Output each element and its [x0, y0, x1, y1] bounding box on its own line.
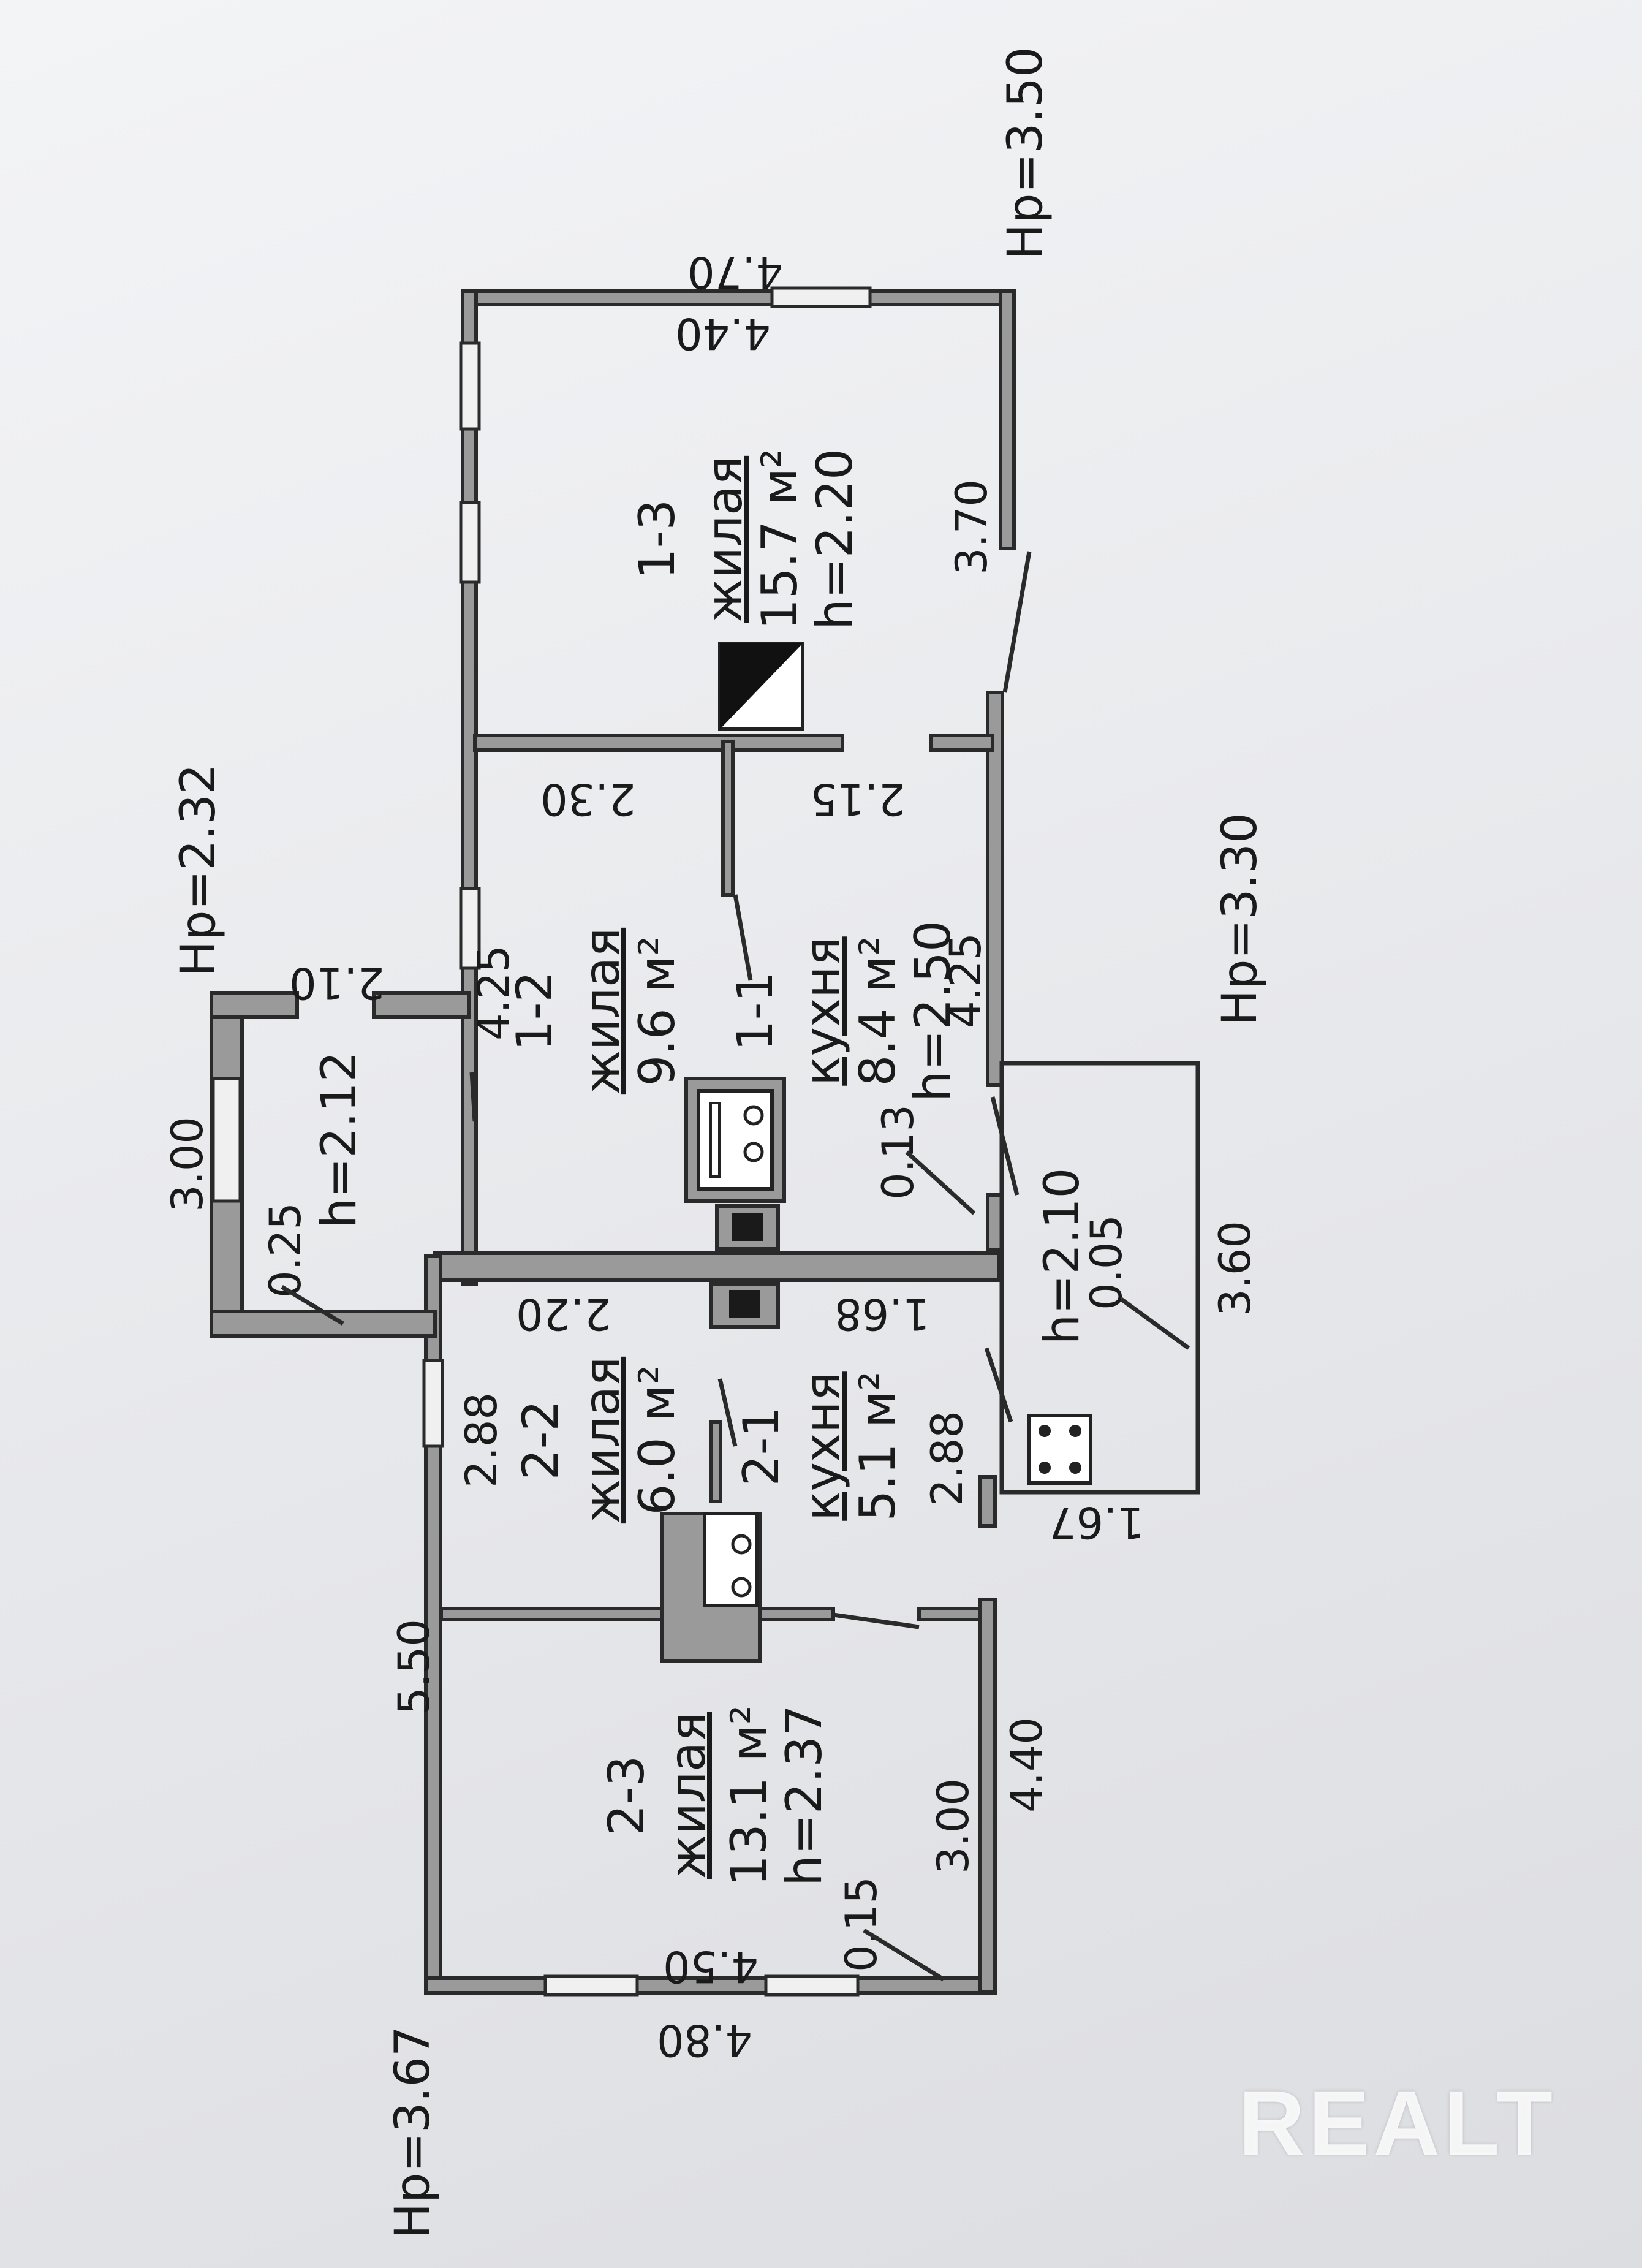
- svg-text:2-2: 2-2: [512, 1400, 569, 1481]
- porch-height: h=2.12: [312, 1052, 367, 1228]
- dimension: 1.68: [834, 1289, 930, 1339]
- window: [459, 501, 481, 584]
- window: [459, 887, 481, 970]
- room-1-1: 1-1 кухня 8.4 м² h=2.50: [727, 920, 961, 1102]
- annex-outline: [999, 1061, 1200, 1495]
- svg-text:h=2.37: h=2.37: [776, 1705, 833, 1886]
- svg-text:6.0 м²: 6.0 м²: [629, 1365, 686, 1515]
- dimension: 4.80: [657, 2015, 752, 2065]
- svg-text:5.1 м²: 5.1 м²: [849, 1371, 906, 1521]
- svg-text:жилая: жилая: [573, 1357, 630, 1523]
- svg-text:1-1: 1-1: [727, 971, 784, 1052]
- svg-text:8.4 м²: 8.4 м²: [849, 936, 906, 1086]
- svg-text:h=2.50: h=2.50: [904, 920, 961, 1102]
- wall: [709, 1420, 722, 1503]
- svg-text:кухня: кухня: [794, 1371, 851, 1520]
- svg-text:жилая: жилая: [659, 1712, 716, 1879]
- dimension: 2.88: [456, 1392, 507, 1488]
- room-1-2: 1-2 жилая 9.6 м²: [506, 928, 686, 1094]
- height-mark: Нр=3.67: [385, 2026, 441, 2239]
- dimension: 3.00: [928, 1778, 978, 1874]
- svg-text:жилая: жилая: [696, 456, 753, 623]
- dimension: 5.50: [389, 1619, 439, 1715]
- outer-walls: [210, 289, 1200, 1995]
- dimension: 0.05: [1081, 1215, 1132, 1310]
- room-2-3: 2-3 жилая 13.1 м² h=2.37: [598, 1705, 833, 1886]
- wall: [917, 1607, 982, 1621]
- window: [459, 341, 481, 431]
- dimension: 2.20: [516, 1289, 611, 1339]
- height-mark: Нр=3.30: [1213, 813, 1268, 1025]
- svg-text:9.6 м²: 9.6 м²: [629, 936, 686, 1086]
- svg-text:кухня: кухня: [794, 936, 851, 1085]
- svg-text:13.1 м²: 13.1 м²: [721, 1705, 777, 1886]
- dimension: 4.40: [1002, 1717, 1052, 1813]
- stoves: [660, 642, 1092, 1663]
- wall: [978, 1598, 997, 1993]
- room-1-3: 1-3 жилая 15.7 м² h=2.20: [629, 449, 863, 630]
- svg-text:2-3: 2-3: [598, 1756, 655, 1836]
- height-mark: Нр=2.32: [171, 764, 226, 976]
- interior-walls: [439, 734, 994, 1621]
- dimension: 3.60: [1210, 1221, 1260, 1316]
- window: [764, 1974, 860, 1997]
- windows: [211, 286, 872, 1997]
- dimension: 4.25: [940, 933, 991, 1028]
- dimension: 3.00: [162, 1117, 213, 1212]
- window: [422, 1359, 444, 1448]
- dimension: 4.70: [687, 247, 783, 297]
- leader-lines: [281, 1150, 1190, 1981]
- dimension: 4.25: [469, 945, 519, 1041]
- watermark: REALT: [1238, 2071, 1556, 2174]
- window: [543, 1974, 639, 1997]
- window: [770, 286, 872, 308]
- dimension: 4.50: [663, 1941, 759, 1992]
- dimension: 2.15: [810, 774, 906, 824]
- room-2-2: 2-2 жилая 6.0 м²: [512, 1357, 686, 1523]
- svg-text:15.7 м²: 15.7 м²: [751, 449, 808, 630]
- wall: [424, 1976, 997, 1995]
- dimension: 2.10: [289, 958, 385, 1008]
- wall: [210, 1310, 437, 1338]
- dimension: 2.88: [922, 1411, 972, 1506]
- wall: [929, 734, 994, 752]
- window: [211, 1077, 242, 1203]
- svg-text:2-1: 2-1: [733, 1406, 790, 1487]
- dimension: 2.30: [540, 774, 636, 824]
- svg-text:1-2: 1-2: [506, 971, 563, 1052]
- dimension: 0.15: [836, 1876, 887, 1972]
- wall: [461, 289, 478, 1286]
- svg-text:1-3: 1-3: [629, 499, 686, 580]
- svg-text:жилая: жилая: [573, 928, 630, 1094]
- dimension: 1.67: [1049, 1497, 1144, 1547]
- annex-height: h=2.10: [1035, 1168, 1090, 1344]
- dimension: 0.25: [260, 1202, 311, 1298]
- wall: [473, 734, 844, 752]
- dimension: 4.40: [675, 308, 771, 358]
- dimension: 0.13: [873, 1104, 923, 1200]
- wall: [210, 991, 299, 1019]
- wall: [433, 1251, 1001, 1282]
- wall: [721, 740, 735, 897]
- wall: [372, 991, 471, 1019]
- wall: [978, 1475, 997, 1528]
- height-mark: Нр=3.50: [998, 47, 1053, 259]
- wall: [986, 691, 1004, 1087]
- dimensions: 4.70 4.40 3.70 2.30 2.15 4.25 4.25 2.10 …: [162, 247, 1260, 2065]
- door-swings: [469, 551, 1032, 1629]
- dimension: 3.70: [947, 479, 997, 575]
- wall: [999, 289, 1016, 550]
- wall: [439, 1607, 835, 1621]
- room-2-1: 2-1 кухня 5.1 м²: [733, 1371, 906, 1521]
- svg-text:h=2.20: h=2.20: [806, 449, 863, 630]
